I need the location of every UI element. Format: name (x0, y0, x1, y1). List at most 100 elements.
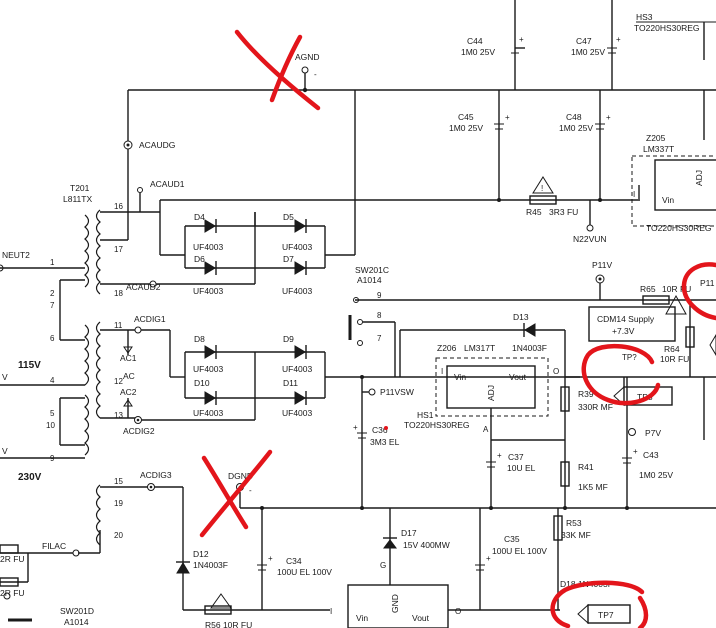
output-network: + C37 10U EL R39 330R MF R41 1K5 MF P7V … (486, 353, 716, 508)
svg-text:6: 6 (50, 334, 55, 343)
hs1-ref: HS1 (417, 410, 434, 420)
svg-text:9: 9 (50, 454, 55, 463)
svg-text:1: 1 (50, 258, 55, 267)
acaudg-label: ACAUDG (139, 140, 175, 150)
z205-ref: Z205 (646, 133, 666, 143)
z206-vin: Vin (454, 372, 466, 382)
sw201d-ref: SW201D (60, 606, 94, 616)
d17-value: 15V 400MW (403, 540, 450, 550)
c43-value: 1M0 25V (639, 470, 673, 480)
d10-part: UF4003 (193, 408, 224, 418)
d8-ref: D8 (194, 334, 205, 344)
d6-ref: D6 (194, 254, 205, 264)
svg-text:20: 20 (114, 531, 123, 540)
svg-text:9: 9 (377, 291, 382, 300)
audio-rectifier: ACAUDG ACAUD1 ACAUD2 D4 UF4003 D5 (100, 90, 640, 296)
d17-bottom-regulator: D17 15V 400MW G Vin Vout GND I O (330, 508, 560, 628)
r41-ref: R41 (578, 462, 594, 472)
d5-part: UF4003 (282, 242, 313, 252)
red-markups (550, 262, 716, 628)
svg-text:I: I (633, 190, 635, 199)
p11v-label: P11V (592, 260, 612, 270)
c35-value: 100U EL 100V (492, 546, 547, 556)
d13-ref: D13 (513, 312, 529, 322)
hs3-ref: HS3 (636, 12, 653, 22)
sw201c-part: A1014 (357, 275, 382, 285)
c35-ref: C35 (504, 534, 520, 544)
supply-box-line1: CDM14 Supply (597, 314, 655, 324)
r39-ref: R39 (578, 389, 594, 399)
neut2-label: NEUT2 (2, 250, 30, 260)
d5-ref: D5 (283, 212, 294, 222)
ac1-label: AC1 (120, 353, 137, 363)
svg-text:TP?: TP? (622, 353, 637, 362)
d12-ref: D12 (193, 549, 209, 559)
c37-value: 10U EL (507, 463, 536, 473)
d17-ref: D17 (401, 528, 417, 538)
t201-part: L811TX (63, 194, 92, 204)
bottom-reg-vin: Vin (356, 613, 368, 623)
c45-ref: C45 (458, 112, 474, 122)
svg-text:13: 13 (114, 411, 123, 420)
d9-part: UF4003 (282, 364, 313, 374)
svg-text:+: + (486, 554, 491, 563)
svg-text:10: 10 (46, 421, 55, 430)
p7v-label: P7V (645, 428, 661, 438)
c36-ref: C36 (372, 425, 388, 435)
fuse-b-label: 2R FU (0, 588, 25, 598)
r65-value: 10R FU (662, 284, 691, 294)
p11vsw-label: P11VSW (380, 387, 414, 397)
c44-ref: C44 (467, 36, 483, 46)
c48-value: 1M0 25V (559, 123, 593, 133)
c36-value: 3M3 EL (370, 437, 400, 447)
hs3-part: TO220HS30REG (634, 23, 700, 33)
r53-ref: R53 (566, 518, 582, 528)
agnd-label: AGND (295, 52, 320, 62)
digital-rectifier: ACDIG1 AC1 AC AC2 ACDIG2 D8 UF4003 D9 UF… (100, 314, 580, 436)
acaud1-label: ACAUD1 (150, 179, 185, 189)
svg-text:O: O (553, 367, 559, 376)
hs1-part: TO220HS30REG (404, 420, 470, 430)
svg-text:G: G (380, 561, 386, 570)
r39-value: 330R MF (578, 402, 613, 412)
z206-part: LM317T (464, 343, 495, 353)
c34-ref: C34 (286, 556, 302, 566)
svg-text:2: 2 (50, 289, 55, 298)
r41-value: 1K5 MF (578, 482, 608, 492)
filac-label: FILAC (42, 541, 66, 551)
svg-text:+: + (519, 35, 524, 44)
acdig3-label: ACDIG3 (140, 470, 172, 480)
svg-text:12: 12 (114, 377, 123, 386)
svg-text:5: 5 (50, 409, 55, 418)
svg-text:18: 18 (114, 289, 123, 298)
p11v-supply: P11V R65 10R FU P11 CDM14 Supply +7.3V R… (588, 260, 716, 377)
z206-adj: ADJ (486, 385, 496, 401)
svg-text:11: 11 (114, 321, 123, 330)
z205-adj: ADJ (694, 170, 704, 186)
z206-ref: Z206 (437, 343, 457, 353)
c34: + C34 100U EL 100V (257, 508, 332, 610)
d4-part: UF4003 (193, 242, 224, 252)
svg-text:I: I (441, 367, 443, 376)
red-cross-dgnd (199, 449, 273, 538)
svg-text:+: + (497, 451, 502, 460)
c37-ref: C37 (508, 452, 524, 462)
d13-part: 1N4003F (512, 343, 547, 353)
svg-text:4: 4 (50, 376, 55, 385)
dgnd-label: DGND (228, 471, 253, 481)
d8-part: UF4003 (193, 364, 224, 374)
transformer-t201: T201 L811TX 1 2 7 6 4 5 10 9 NEUT2 V V 1… (0, 183, 123, 546)
z205-vin: Vin (662, 195, 674, 205)
bottom-reg-vout: Vout (412, 613, 430, 623)
ac-label: AC (123, 371, 135, 381)
voltage-115: 115V (18, 360, 41, 371)
acaud2-label: ACAUD2 (126, 282, 161, 292)
svg-text:7: 7 (50, 301, 55, 310)
agnd-node: AGND - (295, 52, 320, 93)
svg-text:+: + (268, 554, 273, 563)
svg-text:-: - (314, 70, 317, 79)
svg-text:+: + (505, 113, 510, 122)
r45-value: 3R3 FU (549, 207, 578, 217)
acdig2-label: ACDIG2 (123, 426, 155, 436)
